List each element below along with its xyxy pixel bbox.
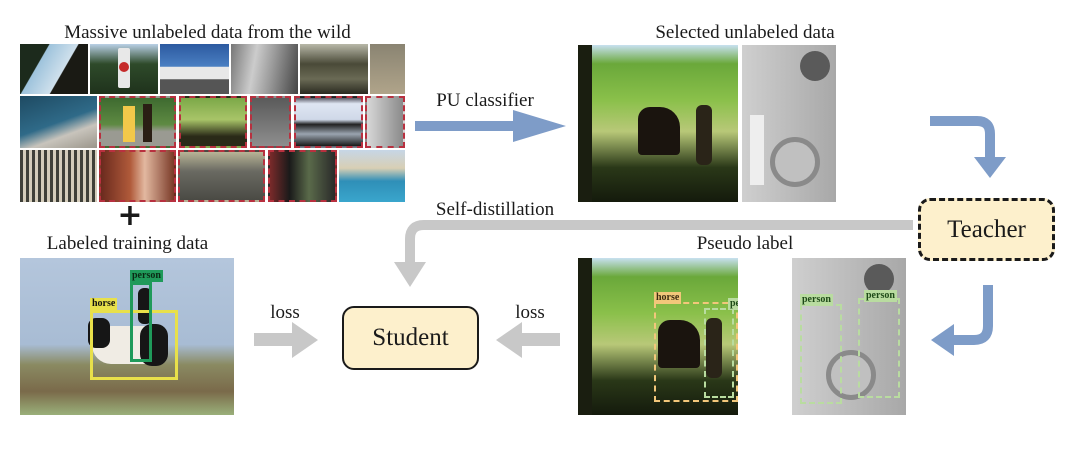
thumb-bridge <box>300 44 368 94</box>
loss-right-label: loss <box>515 302 545 323</box>
gt-horse-label: horse <box>90 298 118 310</box>
thumb-water-lizard <box>20 96 97 148</box>
thumb-shop-selected <box>267 149 338 203</box>
labeled-training-image: horse person <box>20 258 234 415</box>
thumb-night-selected <box>249 95 292 149</box>
pseudo-person-label-2: person <box>864 290 897 302</box>
pseudo-label-caption: Pseudo label <box>696 233 794 254</box>
teacher-node: Teacher <box>918 198 1055 261</box>
thumb-beer-selected <box>98 95 177 149</box>
pseudo-horse-box <box>654 302 738 402</box>
thumb-zebra <box>20 150 97 202</box>
gt-horse-box <box>90 310 178 380</box>
thumb-pool <box>339 150 405 202</box>
loss-right-arrow <box>496 322 560 358</box>
to-teacher-arrow <box>930 116 1006 178</box>
thumb-tuba-selected <box>364 95 406 149</box>
loss-left-arrow <box>254 322 318 358</box>
selected-horse-image <box>578 45 738 202</box>
pu-classifier-arrow <box>415 110 566 142</box>
thumb-crowd-selected <box>177 149 266 203</box>
unlabeled-image-grid <box>20 44 406 203</box>
thumb-horse-cart-selected <box>178 95 248 149</box>
thumb-tree <box>20 44 88 94</box>
pu-classifier-label: PU classifier <box>436 90 534 111</box>
thumb-street <box>231 44 298 94</box>
selected-data-caption: Selected unlabeled data <box>655 22 835 43</box>
pseudo-person-box <box>704 308 734 398</box>
self-distillation-arrow <box>394 220 913 287</box>
unlabeled-pool-caption: Massive unlabeled data from the wild <box>64 22 351 43</box>
thumb-lion <box>370 44 405 94</box>
teacher-to-pseudo-arrow <box>931 285 993 356</box>
gt-person-box <box>130 282 152 362</box>
labeled-data-caption: Labeled training data <box>46 233 209 254</box>
thumb-monitors-selected <box>293 95 364 149</box>
loss-left-label: loss <box>270 302 300 323</box>
plus-sign: + <box>117 198 143 233</box>
pseudo-person-label: person <box>728 298 738 310</box>
pseudo-person-label-1: person <box>800 294 833 306</box>
self-distillation-label: Self-distillation <box>435 199 555 220</box>
student-node: Student <box>342 306 479 370</box>
thumb-road-sign <box>90 44 158 94</box>
thumb-building <box>160 44 229 94</box>
pseudo-tuba-image: person person <box>792 258 906 415</box>
selected-tuba-image <box>742 45 836 202</box>
gt-person-label: person <box>130 270 163 282</box>
pseudo-horse-image: horse person <box>578 258 738 415</box>
pseudo-horse-label: horse <box>654 292 682 304</box>
thumb-people-selected <box>98 149 177 203</box>
